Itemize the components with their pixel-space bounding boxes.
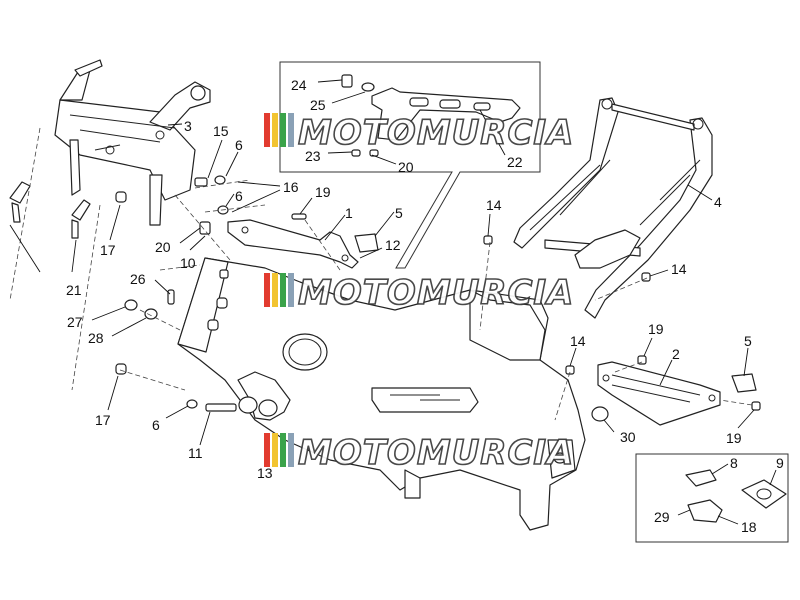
callout-8: 8: [730, 455, 738, 471]
bracket-part-5-lower: [731, 373, 757, 393]
callout-3: 3: [184, 118, 192, 134]
callout-20: 20: [398, 159, 414, 175]
watermark-stripe-red: [264, 113, 270, 147]
callout-2: 2: [672, 346, 680, 362]
inset-box-bottom-right: [635, 453, 789, 543]
callout-19: 19: [315, 184, 331, 200]
callout-14: 14: [570, 333, 586, 349]
watermark-text: MOTOMURCIA: [298, 273, 574, 313]
callout-16: 16: [283, 179, 299, 195]
bracket-part-5-upper: [354, 233, 379, 253]
hardware-small-parts: [115, 149, 761, 412]
rubber-part-30: [591, 406, 609, 422]
callout-6: 6: [235, 137, 243, 153]
watermark-text: MOTOMURCIA: [298, 113, 574, 153]
bracket-part-22: [371, 87, 521, 141]
callout-14: 14: [671, 261, 687, 277]
callout-6: 6: [152, 417, 160, 433]
watermark-stripe-grey: [288, 113, 294, 147]
callout-22: 22: [507, 154, 523, 170]
clip-part-8: [685, 469, 717, 487]
callout-19: 19: [726, 430, 742, 446]
phantom-lines: [9, 127, 753, 421]
callout-19: 19: [648, 321, 664, 337]
watermark-top: MOTOMURCIA: [264, 112, 574, 154]
callout-6: 6: [235, 188, 243, 204]
callout-11: 11: [188, 445, 203, 461]
callout-30: 30: [620, 429, 636, 445]
watermark-stripe-red: [264, 273, 270, 307]
watermark-stripe-yellow: [272, 113, 278, 147]
watermark-stripe-green: [280, 433, 286, 467]
watermark-stripe-green: [280, 113, 286, 147]
plate-part-2: [597, 361, 721, 426]
callout-14: 14: [486, 197, 502, 213]
bolt-part-24: [341, 74, 353, 88]
bushing-part-29: [687, 499, 723, 523]
holder-part-9: [741, 479, 787, 509]
watermark-stripe-yellow: [272, 433, 278, 467]
callout-4: 4: [714, 194, 722, 210]
main-frame-part-13: [177, 257, 586, 531]
callout-13: 13: [257, 465, 273, 481]
watermark-middle: MOTOMURCIA: [264, 272, 574, 314]
callout-10: 10: [180, 255, 196, 271]
watermark-stripe-green: [280, 273, 286, 307]
callout-labels: 24 25 23 20 22 3 15 6 6 16 19 1 5 12 20 …: [66, 77, 784, 535]
callout-17: 17: [95, 412, 111, 428]
callout-21: 21: [66, 282, 82, 298]
watermark-stripe-grey: [288, 433, 294, 467]
callout-23: 23: [305, 148, 321, 164]
leader-lines: [9, 79, 777, 525]
watermark-text: MOTOMURCIA: [298, 433, 574, 473]
callout-15: 15: [213, 123, 229, 139]
watermark-stripe-red: [264, 433, 270, 467]
callout-25: 25: [310, 97, 326, 113]
callout-1: 1: [345, 205, 353, 221]
callout-28: 28: [88, 330, 104, 346]
watermark-stripe-yellow: [272, 273, 278, 307]
rear-subframe-part-4: [513, 97, 713, 319]
callout-9: 9: [776, 455, 784, 471]
plate-part-1: [227, 219, 359, 269]
callout-27: 27: [67, 314, 83, 330]
inset-box-top: [279, 61, 541, 269]
callout-20: 20: [155, 239, 171, 255]
callout-24: 24: [291, 77, 307, 93]
callout-12: 12: [385, 237, 401, 253]
callout-17: 17: [100, 242, 116, 258]
callout-5: 5: [744, 333, 752, 349]
callout-26: 26: [130, 271, 146, 287]
watermark-stripe-grey: [288, 273, 294, 307]
callout-29: 29: [654, 509, 670, 525]
watermark-bottom: MOTOMURCIA: [264, 432, 574, 474]
callout-18: 18: [741, 519, 757, 535]
front-subframe-part-3: [54, 59, 211, 226]
callout-5: 5: [395, 205, 403, 221]
clip-part-21: [9, 181, 91, 239]
washer-part-25: [361, 82, 375, 92]
